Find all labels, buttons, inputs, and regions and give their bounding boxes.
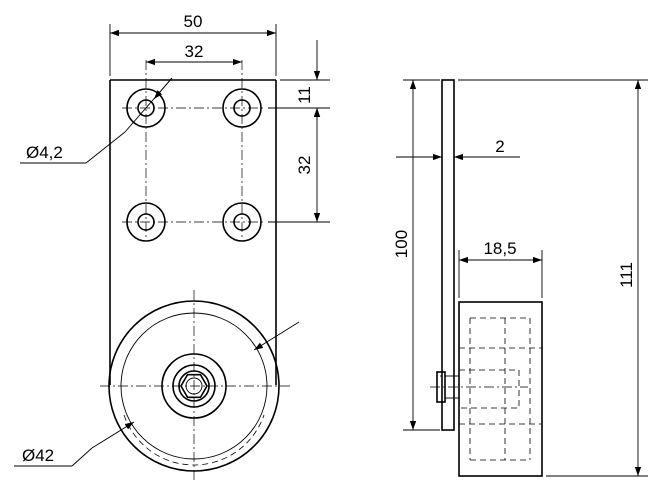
side-plate [441, 79, 455, 431]
dimension-label: 18,5 [483, 239, 516, 258]
dimension-hole-offset-11: 11 [268, 40, 330, 120]
dimension-label: 32 [295, 156, 314, 175]
dimension-label: 50 [184, 12, 203, 31]
mounting-plate [109, 79, 277, 385]
dimension-wheel-diameter: Ø42 [14, 321, 300, 467]
dimension-label: 100 [392, 230, 411, 258]
side-view: 2 100 18,5 111 [392, 79, 648, 477]
front-view: 50 32 11 32 Ø4,2 [14, 12, 330, 480]
dimension-label: 11 [295, 86, 314, 104]
dimension-wheel-width: 18,5 [458, 239, 543, 298]
side-axle [430, 369, 528, 409]
dimension-width-50: 50 [109, 12, 277, 76]
dimension-hole-spacing-32: 32 [146, 42, 242, 66]
dimension-label: Ø42 [22, 446, 54, 465]
dimension-label: 111 [617, 262, 636, 288]
dimension-plate-thickness: 2 [396, 137, 520, 161]
dimension-hole-spacing-vertical-32: 32 [268, 108, 330, 223]
dimension-label: Ø4,2 [26, 143, 63, 162]
dimension-overall-height: 111 [458, 79, 648, 477]
dimension-label: 32 [185, 42, 204, 61]
side-wheel [458, 301, 543, 477]
dimension-plate-height: 100 [392, 79, 440, 431]
wheel [100, 290, 290, 480]
mounting-holes [122, 60, 266, 242]
dimension-hole-diameter: Ø4,2 [20, 77, 173, 164]
dimension-label: 2 [495, 137, 504, 156]
